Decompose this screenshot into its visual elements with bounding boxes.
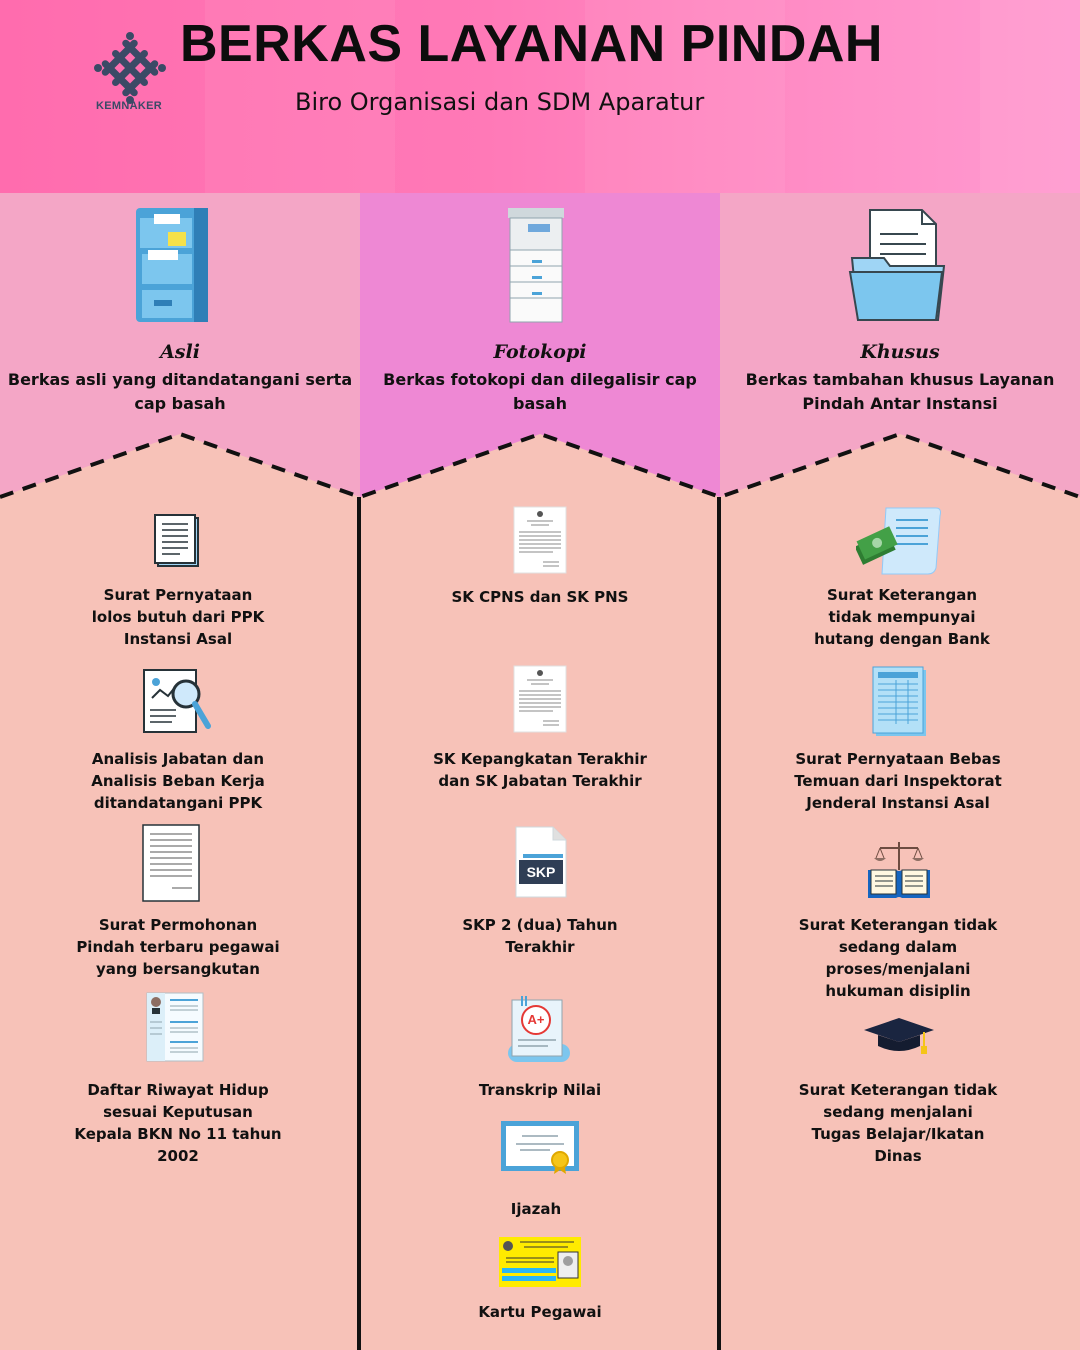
- item-label: Surat Pernyataan lolos butuh dari PPK In…: [91, 586, 265, 648]
- column-label-fotokopi: Fotokopi: [493, 341, 587, 363]
- letter-icon: [142, 824, 200, 902]
- filing-cabinet-icon: [136, 208, 208, 322]
- column-label-khusus: Khusus: [860, 341, 940, 363]
- law-book-scales-icon: [868, 842, 930, 898]
- item-label: Kartu Pegawai: [478, 1303, 602, 1321]
- photocopier-icon: [508, 208, 564, 323]
- item-label: Ijazah: [510, 1200, 562, 1218]
- graduation-cap-icon: [864, 1018, 934, 1054]
- item-label: Surat Keterangan tidak sedang dalam pros…: [798, 916, 998, 1000]
- resume-icon: [146, 992, 204, 1062]
- employee-card-icon: [499, 1237, 581, 1287]
- column-description-khusus: Berkas tambahan khusus Layanan Pindah An…: [745, 370, 1055, 413]
- spreadsheet-report-icon: [872, 666, 926, 736]
- item-label: Surat Permohonan Pindah terbaru pegawai …: [76, 916, 280, 978]
- column-label-asli: Asli: [160, 341, 200, 363]
- grade-badge: A+: [527, 1012, 545, 1027]
- skp-file-icon: SKP: [515, 826, 567, 898]
- column-divider: [357, 497, 361, 1350]
- money-receipt-icon: [856, 507, 941, 575]
- header-banner: KEMNAKER BERKAS LAYANAN PINDAH Biro Orga…: [0, 0, 1080, 193]
- column-description-fotokopi: Berkas fotokopi dan dilegalisir cap basa…: [383, 370, 697, 413]
- column-description-asli: Berkas asli yang ditandatangani serta ca…: [7, 370, 353, 413]
- document-analysis-icon: [143, 669, 211, 733]
- item-label: Transkrip Nilai: [478, 1081, 602, 1099]
- item-label: Surat Keterangan tidak mempunyai hutang …: [814, 586, 990, 648]
- page-subtitle: Biro Organisasi dan SDM Aparatur: [295, 88, 705, 116]
- page-title: BERKAS LAYANAN PINDAH: [180, 15, 883, 73]
- grade-transcript-icon: A+: [504, 994, 574, 1066]
- item-label: Surat Keterangan tidak sedang menjalani …: [798, 1081, 998, 1165]
- decree-document-icon: [513, 506, 567, 574]
- diploma-certificate-icon: [501, 1121, 579, 1174]
- skp-badge: SKP: [526, 864, 556, 880]
- item-label: SKP 2 (dua) Tahun Terakhir: [462, 916, 618, 956]
- item-label: SK CPNS dan SK PNS: [451, 588, 629, 606]
- item-label: Daftar Riwayat Hidup sesuai Keputusan Ke…: [74, 1081, 282, 1165]
- folder-document-icon: [848, 209, 946, 321]
- column-divider: [717, 497, 721, 1350]
- document-icon: [154, 514, 199, 567]
- item-label: SK Kepangkatan Terakhir dan SK Jabatan T…: [433, 750, 647, 790]
- decree-document-icon: [513, 665, 567, 733]
- item-label: Analisis Jabatan dan Analisis Beban Kerj…: [91, 750, 265, 812]
- kemnaker-logo-icon: [94, 32, 166, 104]
- logo-text: KEMNAKER: [96, 100, 162, 112]
- item-label: Surat Pernyataan Bebas Temuan dari Inspe…: [794, 750, 1002, 812]
